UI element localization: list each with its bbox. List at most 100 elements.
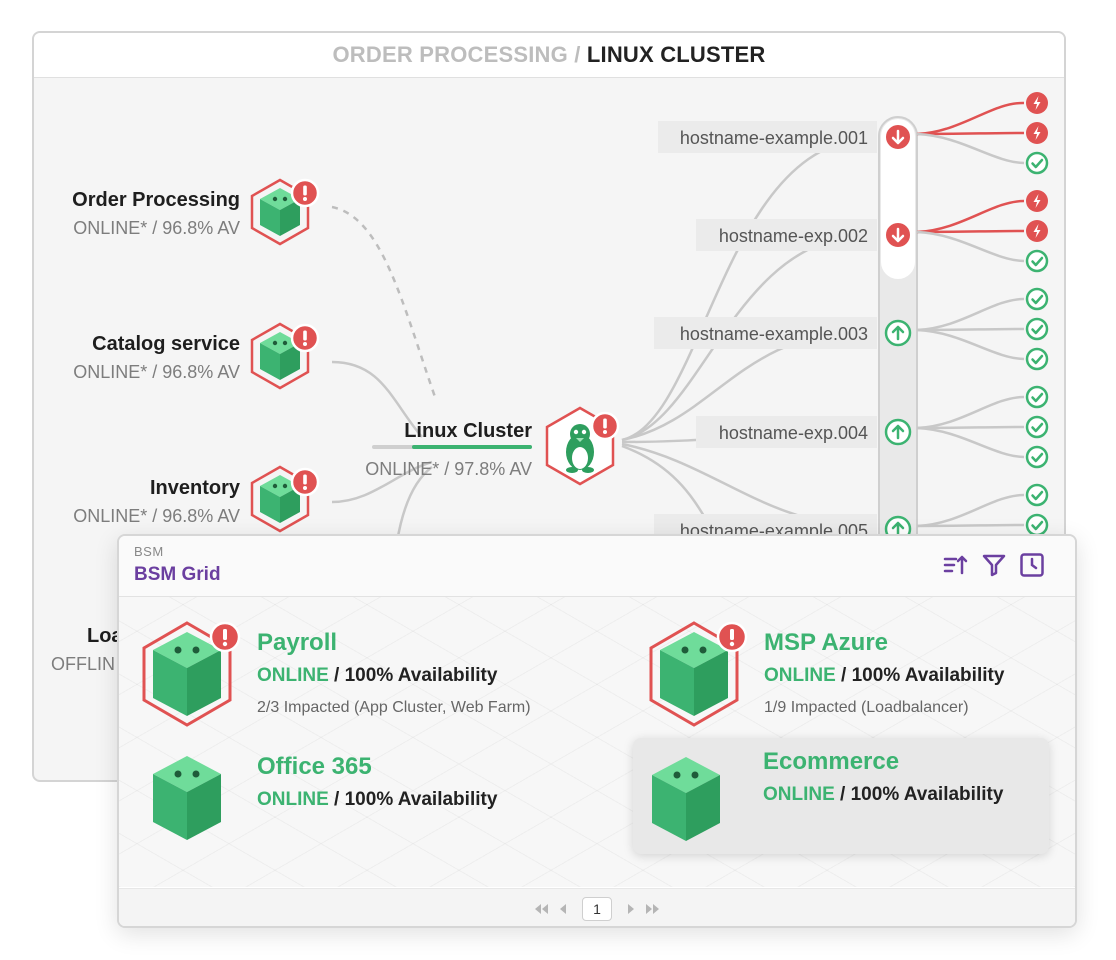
service-node-load[interactable]: Loa OFFLIN: [51, 625, 123, 674]
panel-toolbar: [943, 552, 1045, 578]
link-inventory: [331, 460, 433, 504]
alert-bolt-icon: [1026, 190, 1048, 212]
panel-subtitle: BSM: [134, 544, 164, 559]
link-load: [395, 466, 433, 543]
last-page-icon[interactable]: [644, 898, 662, 920]
alert-icon: [209, 621, 241, 653]
sort-icon[interactable]: [943, 552, 969, 578]
service-name: Inventory: [150, 477, 241, 499]
host-up-icon: [884, 319, 912, 347]
alert-icon: [590, 411, 620, 441]
alert-bolt-icon: [1026, 220, 1048, 242]
service-node-order-processing[interactable]: Order Processing ONLINE* / 96.8% AV: [72, 178, 320, 246]
availability-label: / 100% Availability: [328, 789, 498, 810]
check-icon: [1025, 151, 1049, 175]
cube-icon: [649, 621, 739, 727]
host-label: hostname-example.001: [680, 128, 868, 148]
host-label: hostname-exp.004: [719, 423, 868, 443]
check-icon: [1025, 385, 1049, 409]
bsm-card-ecommerce[interactable]: Ecommerce ONLINE / 100% Availability: [633, 738, 1049, 854]
child-status-dots: [1025, 92, 1049, 537]
service-node-catalog[interactable]: Catalog service ONLINE* / 96.8% AV: [73, 322, 320, 390]
service-status: ONLINE* / 96.8% AV: [73, 362, 240, 382]
service-name: Catalog service: [92, 333, 240, 355]
host-down-icon: [883, 220, 913, 250]
breadcrumb-current: LINUX CLUSTER: [586, 42, 766, 67]
service-status: ONLINE / 100% Availability: [257, 665, 497, 687]
cluster-name: Linux Cluster: [404, 420, 532, 442]
breadcrumb-separator: /: [567, 42, 587, 67]
breadcrumb-parent[interactable]: ORDER PROCESSING: [332, 42, 568, 67]
check-icon: [1025, 347, 1049, 371]
alert-bolt-icon: [1026, 92, 1048, 114]
host-down-icon: [883, 122, 913, 152]
check-icon: [1025, 483, 1049, 507]
filter-icon[interactable]: [981, 552, 1007, 578]
linux-penguin-icon: [566, 424, 594, 473]
bsm-card-payroll[interactable]: Payroll ONLINE / 100% Availability 2/3 I…: [127, 619, 547, 729]
bsm-card-office-365[interactable]: Office 365 ONLINE / 100% Availability: [127, 743, 547, 853]
bsm-card-msp-azure[interactable]: MSP Azure ONLINE / 100% Availability 1/9…: [634, 619, 1054, 729]
availability-label: / 100% Availability: [835, 665, 1005, 686]
service-status: OFFLIN: [51, 654, 115, 674]
breadcrumb: ORDER PROCESSING / LINUX CLUSTER: [34, 33, 1064, 78]
first-page-icon[interactable]: [532, 898, 550, 920]
cube-icon: [153, 756, 221, 840]
panel-header: BSM BSM Grid: [119, 536, 1075, 597]
next-page-icon[interactable]: [622, 898, 640, 920]
link-catalog: [331, 360, 423, 438]
check-icon: [1025, 445, 1049, 469]
availability-bar: [412, 445, 532, 449]
alert-icon: [290, 323, 320, 353]
host-label: hostname-example.003: [680, 324, 868, 344]
topology-graph: Order Processing ONLINE* / 96.8% AV Cata…: [51, 92, 1049, 674]
cluster-status: ONLINE* / 97.8% AV: [365, 459, 532, 479]
check-icon: [1025, 513, 1049, 537]
check-icon: [1025, 249, 1049, 273]
alert-icon: [290, 178, 320, 208]
link-order-processing: [331, 205, 437, 398]
service-name: MSP Azure: [764, 629, 889, 656]
service-status: ONLINE* / 96.8% AV: [73, 218, 240, 238]
service-node-inventory[interactable]: Inventory ONLINE* / 96.8% AV: [73, 465, 320, 533]
online-label: ONLINE: [257, 665, 329, 686]
check-icon: [1025, 317, 1049, 341]
online-label: ONLINE: [257, 789, 329, 810]
pagination: 1: [119, 888, 1075, 926]
alert-icon: [716, 621, 748, 653]
host-label: hostname-exp.002: [719, 226, 868, 246]
bsm-grid: Payroll ONLINE / 100% Availability 2/3 I…: [119, 597, 1075, 887]
service-status: ONLINE / 100% Availability: [257, 789, 497, 811]
check-icon: [1025, 287, 1049, 311]
prev-page-icon[interactable]: [554, 898, 572, 920]
alert-bolt-icon: [1026, 122, 1048, 144]
impact-text: 2/3 Impacted (App Cluster, Web Farm): [257, 699, 531, 716]
host-item[interactable]: hostname-exp.004: [696, 416, 912, 448]
panel-title: BSM Grid: [134, 564, 221, 585]
online-label: ONLINE: [763, 784, 835, 805]
host-item[interactable]: hostname-example.001: [658, 121, 913, 153]
cluster-node[interactable]: Linux Cluster ONLINE* / 97.8% AV: [365, 406, 620, 486]
check-icon: [1025, 415, 1049, 439]
bsm-grid-panel: BSM BSM Grid: [117, 534, 1077, 928]
impact-text: 1/9 Impacted (Loadbalancer): [764, 699, 969, 716]
service-name: Loa: [87, 625, 123, 647]
service-name: Ecommerce: [763, 748, 900, 775]
service-status: ONLINE* / 96.8% AV: [73, 506, 240, 526]
clock-icon[interactable]: [1019, 552, 1045, 578]
page-number[interactable]: 1: [582, 897, 612, 921]
host-up-icon: [884, 418, 912, 446]
cube-icon: [142, 621, 232, 727]
online-label: ONLINE: [764, 665, 836, 686]
host-item[interactable]: hostname-exp.002: [696, 219, 913, 251]
service-name: Office 365: [257, 753, 372, 780]
service-status: ONLINE / 100% Availability: [763, 784, 1003, 806]
service-name: Payroll: [257, 629, 338, 656]
service-name: Order Processing: [72, 189, 240, 211]
host-child-links: [916, 101, 1025, 528]
alert-icon: [290, 467, 320, 497]
service-status: ONLINE / 100% Availability: [764, 665, 1004, 687]
availability-label: / 100% Availability: [328, 665, 498, 686]
host-item[interactable]: hostname-example.003: [654, 317, 912, 349]
cube-icon: [652, 757, 720, 841]
